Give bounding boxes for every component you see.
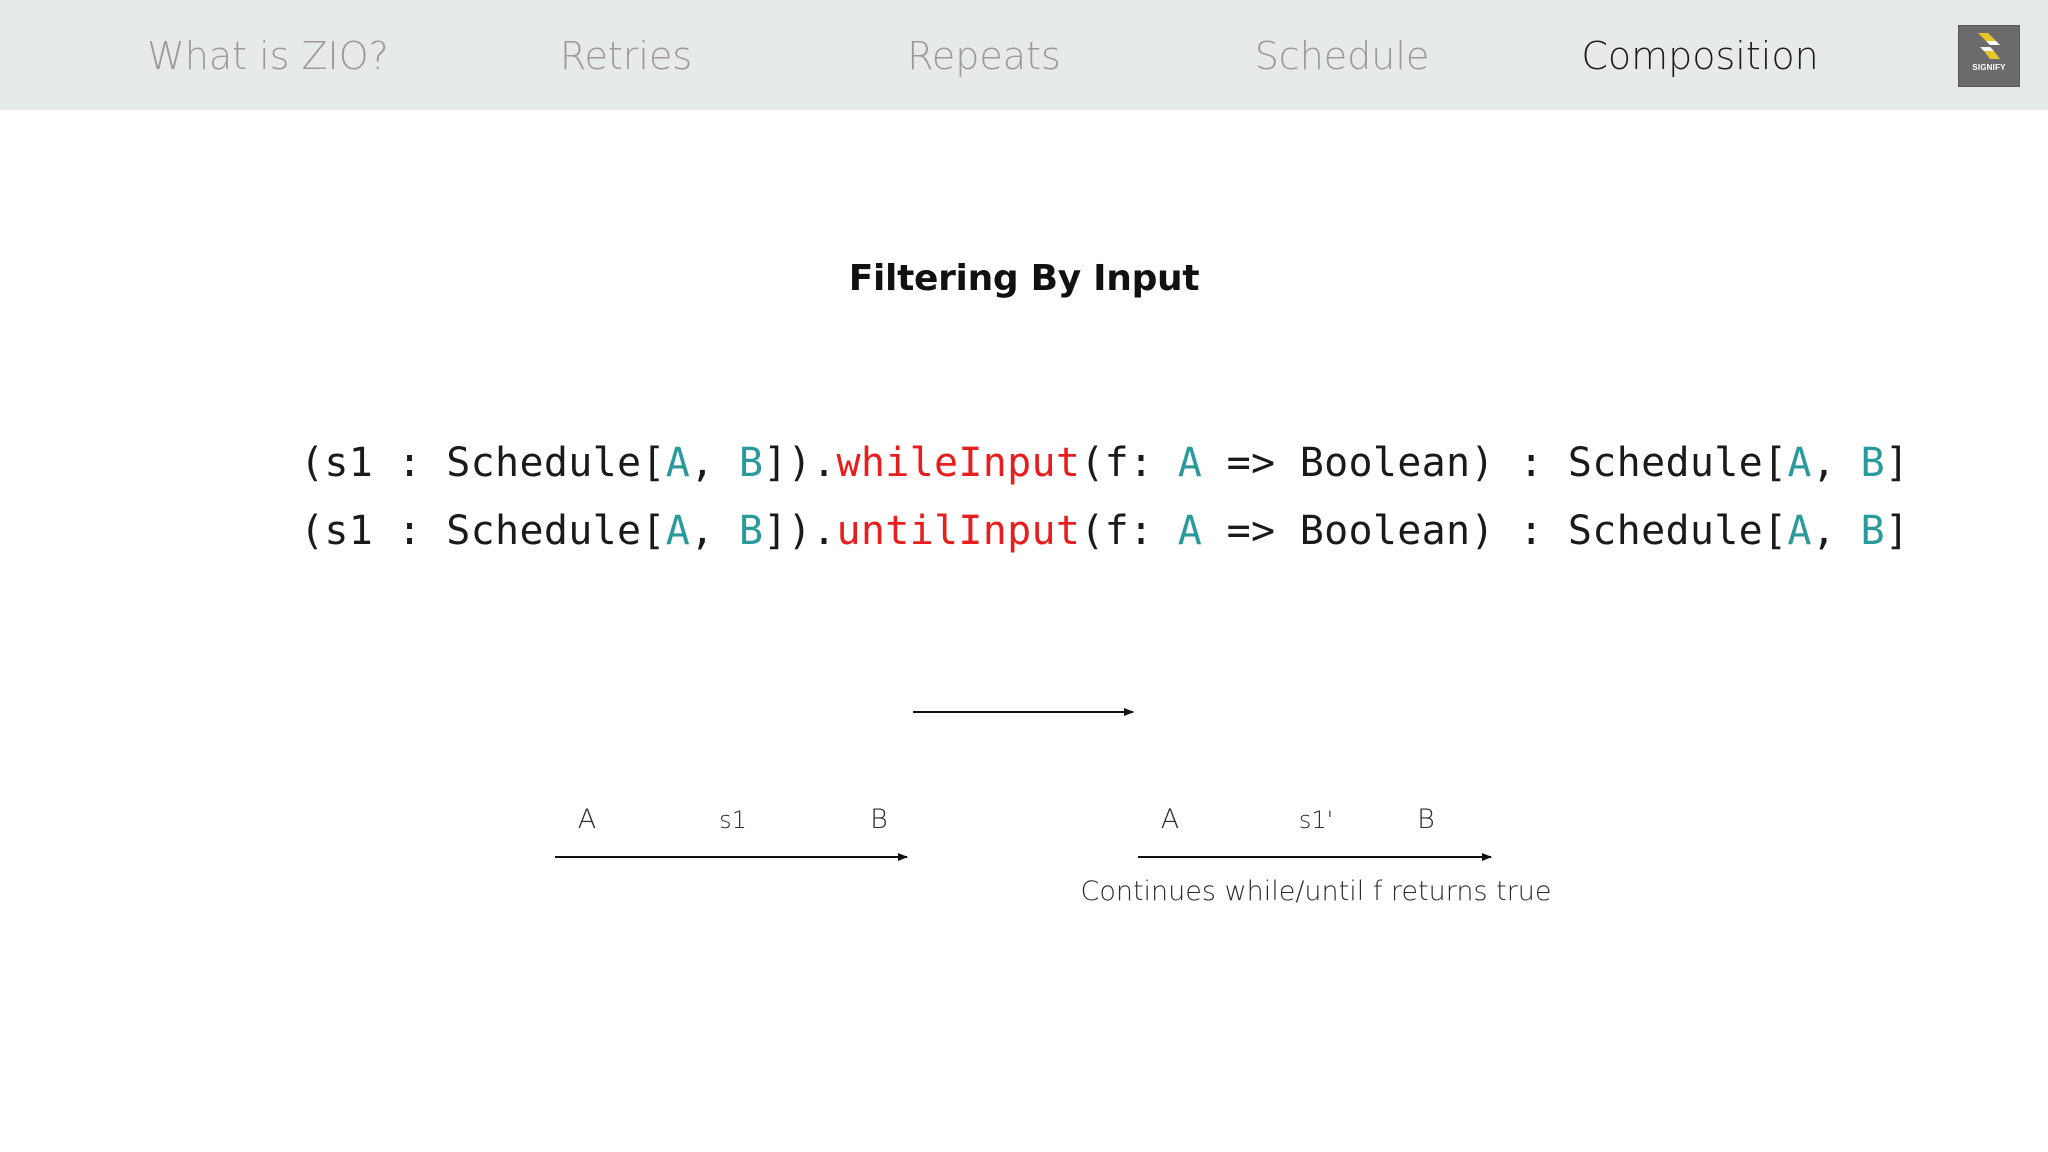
method-name: whileInput [836,440,1081,486]
type-param-a: A [1787,440,1812,486]
signify-logo: SIGNIFY [1958,25,2020,87]
code-line-while-input: (s1 : Schedule[A, B]).whileInput(f: A =>… [300,440,1909,486]
type-param-b: B [1860,508,1885,554]
left-output-label: B [870,804,888,835]
code-line-until-input: (s1 : Schedule[A, B]).untilInput(f: A =>… [300,508,1909,554]
code-text: , [1811,508,1861,554]
type-param-b: B [1860,440,1885,486]
right-input-label: A [1160,804,1180,835]
diagram-caption: Continues while/until f returns true [1080,876,1552,907]
nav-item-composition[interactable]: Composition [1581,34,1819,78]
type-param-b: B [738,440,764,486]
method-name: untilInput [836,508,1081,554]
code-text: ] [1884,440,1910,486]
nav-item-repeats[interactable]: Repeats [907,34,1061,78]
top-navigation-bar: What is ZIO? Retries Repeats Schedule Co… [0,0,2048,110]
code-text: (s1 : Schedule[ [300,508,666,554]
type-param-a: A [1177,508,1203,554]
code-text: , [690,440,739,486]
code-text: ]). [763,508,837,554]
code-text: ] [1884,508,1910,554]
left-schedule-label: s1 [719,806,747,834]
type-param-a: A [665,508,691,554]
signify-logo-icon [1978,33,2000,59]
type-param-a: A [1787,508,1812,554]
nav-item-schedule[interactable]: Schedule [1254,34,1430,78]
code-text: (f: [1080,440,1178,486]
type-param-b: B [738,508,764,554]
code-text: , [1811,440,1861,486]
code-text: (s1 : Schedule[ [300,440,666,486]
nav-item-what-is-zio[interactable]: What is ZIO? [147,34,389,78]
code-text: => Boolean) : Schedule[ [1202,508,1788,554]
left-input-label: A [577,804,597,835]
logo-text: SIGNIFY [1972,63,2006,72]
slide-title: Filtering By Input [848,258,1200,299]
code-text: , [690,508,739,554]
right-output-label: B [1417,804,1435,835]
nav-item-retries[interactable]: Retries [559,34,693,78]
type-param-a: A [1177,440,1203,486]
code-text: (f: [1080,508,1178,554]
code-text: => Boolean) : Schedule[ [1202,440,1788,486]
type-param-a: A [665,440,691,486]
code-text: ]). [763,440,837,486]
right-schedule-label: s1' [1298,806,1334,834]
